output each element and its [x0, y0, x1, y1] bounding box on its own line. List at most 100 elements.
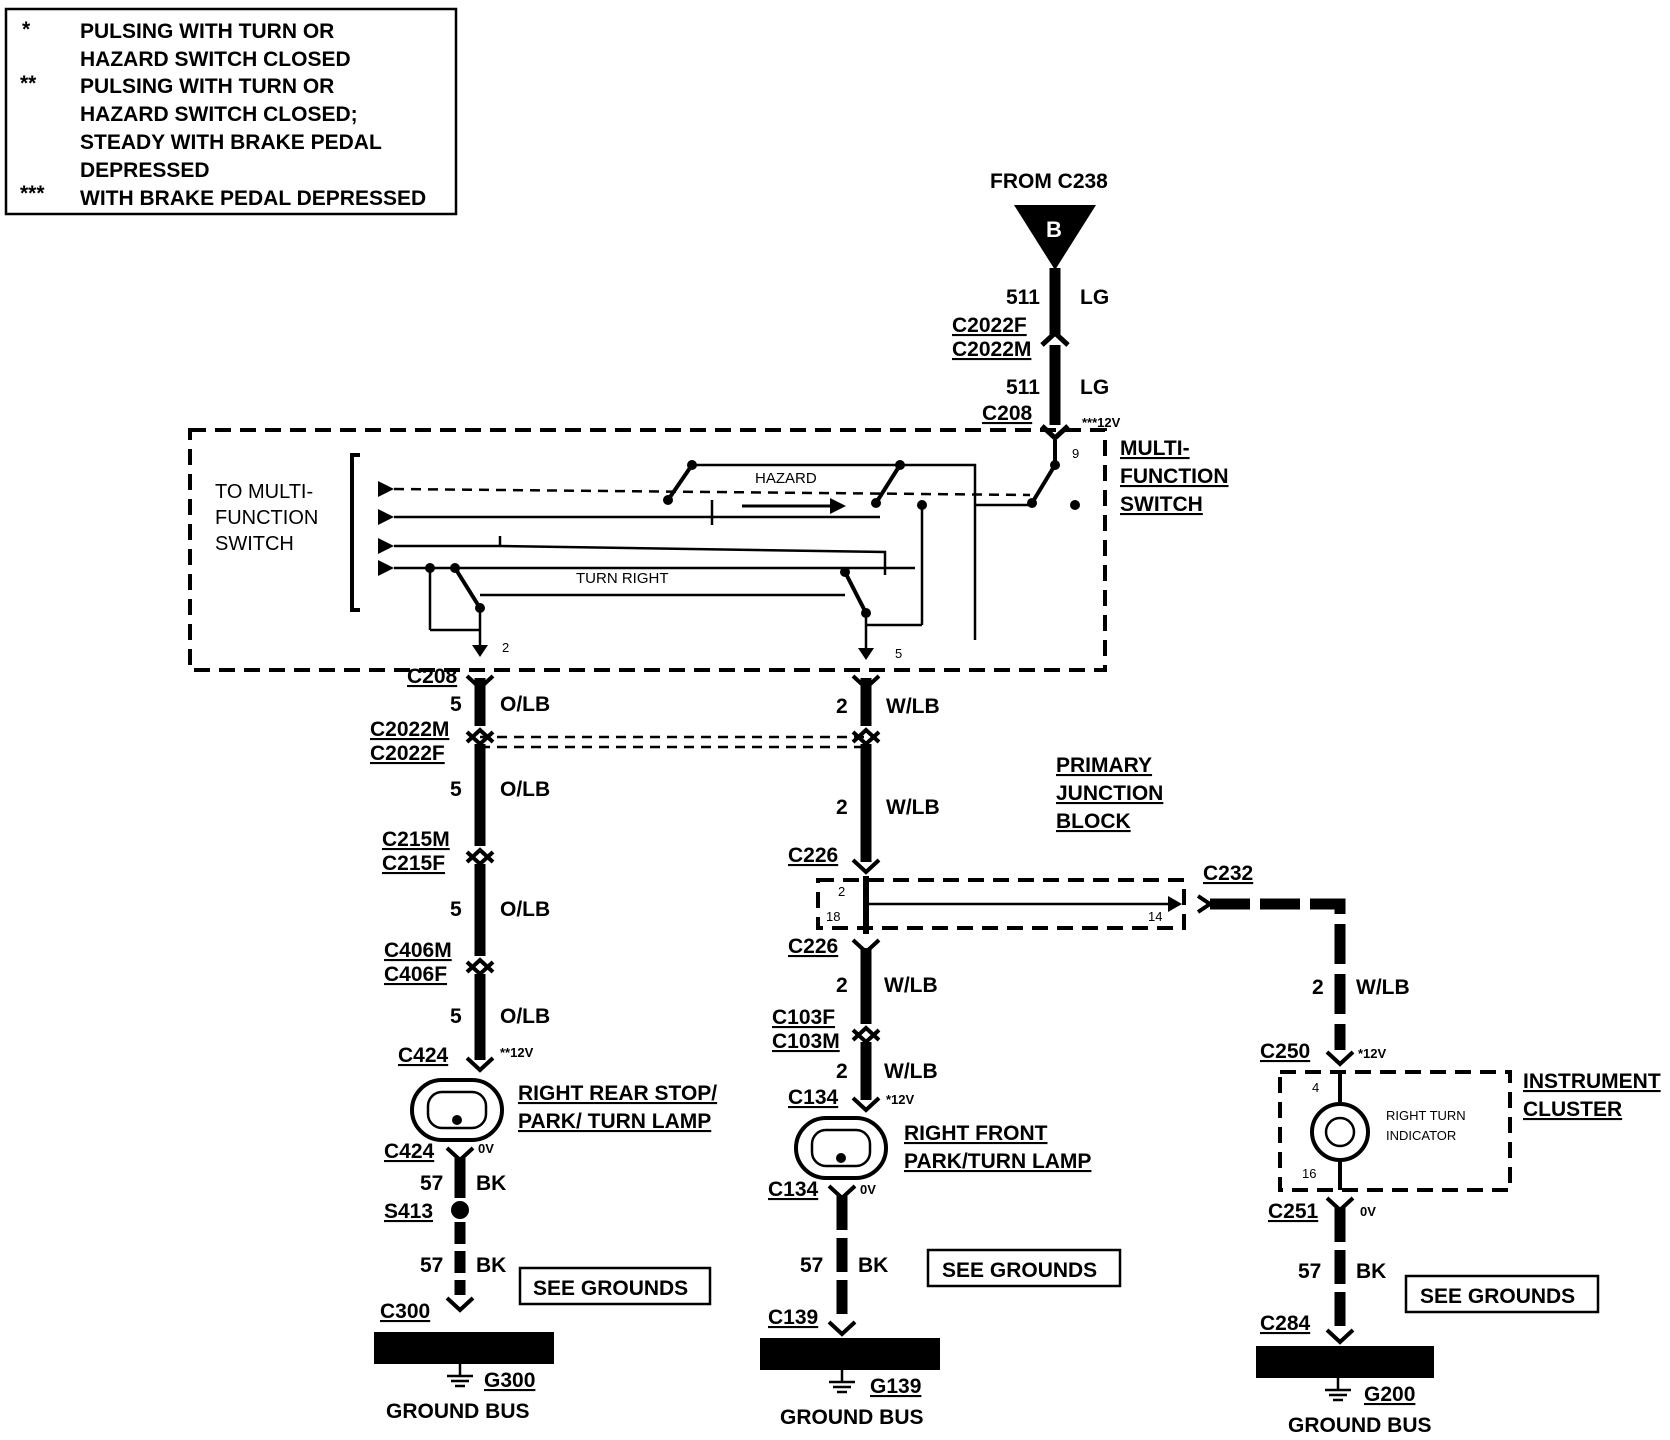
right-branch: C232 2 W/LB C250 *12V INSTRUMENT CLUSTER…	[1196, 862, 1661, 1437]
ground-bus-right: GROUND BUS	[1288, 1414, 1432, 1437]
hazard-blade-1	[666, 463, 694, 502]
circuit-5-b: 5	[450, 778, 462, 801]
mfs-title-1: MULTI-	[1120, 437, 1190, 460]
source-feed: FROM C238 B 511 LG C2022F C2022M 511 LG …	[952, 170, 1121, 442]
ground-bus-mid: GROUND BUS	[780, 1406, 924, 1429]
color-wlb-right: W/LB	[1356, 976, 1410, 999]
ground-bus-bar-mid	[760, 1338, 940, 1370]
legend-text-1b: HAZARD SWITCH CLOSED	[80, 48, 351, 71]
color-lg-a: LG	[1080, 286, 1109, 309]
conn-sym-l4	[465, 957, 495, 977]
pjb-pin-2: 2	[838, 884, 845, 899]
circuit-5-c: 5	[450, 898, 462, 921]
color-bk-right: BK	[1356, 1260, 1386, 1283]
mfs-bracket	[350, 453, 360, 612]
input-pivot	[1027, 498, 1037, 508]
terminal-arrow-4	[378, 560, 394, 576]
terminal-arrow-3	[378, 538, 394, 554]
see-grounds-right[interactable]: SEE GROUNDS	[1420, 1285, 1575, 1308]
legend-text-2a: PULSING WITH TURN OR	[80, 75, 334, 98]
front-lamp-dot	[836, 1153, 846, 1163]
mfs-line-hazard	[393, 487, 1031, 497]
left-branch: C208 5 O/LB C2022M C2022F 5 O/LB C215M C…	[370, 665, 866, 1423]
voltage-mid: *12V	[886, 1092, 915, 1107]
legend-box	[4, 7, 458, 216]
legend: * PULSING WITH TURN OR HAZARD SWITCH CLO…	[4, 7, 458, 216]
legend-text-3a: WITH BRAKE PEDAL DEPRESSED	[80, 187, 426, 210]
front-lamp-bulb-icon	[794, 1116, 888, 1180]
pjb-arrow-icon	[1168, 896, 1182, 912]
conn-c208-left: C208	[407, 665, 458, 688]
middle-branch: 2 W/LB 2 W/LB PRIMARY JUNCTION BLOCK C22…	[760, 674, 1186, 1429]
cluster-name-1: INSTRUMENT	[1523, 1070, 1661, 1093]
pjb-name-2: JUNCTION	[1056, 782, 1163, 805]
rear-lamp-name-2: PARK/ TURN LAMP	[518, 1110, 711, 1133]
ground-g200: G200	[1364, 1383, 1415, 1406]
conn-sym-l5	[465, 1056, 495, 1073]
conn-c250: C250	[1260, 1040, 1310, 1063]
rear-lamp-filament	[426, 1090, 488, 1130]
color-wlb-b: W/LB	[886, 796, 940, 819]
front-lamp-name-1: RIGHT FRONT	[904, 1122, 1048, 1145]
voltage-top: ***12V	[1082, 415, 1121, 430]
circuit-2-c: 2	[836, 974, 848, 997]
color-olb-c: O/LB	[500, 898, 550, 921]
circuit-57-b: 57	[420, 1254, 443, 1277]
legend-mark-1: *	[22, 18, 31, 41]
conn-c424-a: C424	[398, 1044, 449, 1067]
connector-c2022-symbol	[1040, 329, 1070, 347]
conn-sym-c232	[1196, 894, 1214, 914]
see-grounds-left[interactable]: SEE GROUNDS	[533, 1277, 688, 1300]
color-lg-b: LG	[1080, 376, 1109, 399]
conn-c406f: C406F	[384, 963, 447, 986]
see-grounds-right-box[interactable]	[1404, 1274, 1600, 1314]
conn-c424-b: C424	[384, 1140, 435, 1163]
circuit-5-a: 5	[450, 693, 462, 716]
conn-c232: C232	[1203, 862, 1253, 885]
mfs-title-2: FUNCTION	[1120, 465, 1229, 488]
pin-2: 2	[502, 640, 509, 655]
conn-c139: C139	[768, 1306, 818, 1329]
color-wlb-d: W/LB	[884, 1060, 938, 1083]
legend-mark-2: **	[20, 72, 37, 95]
see-grounds-mid-box[interactable]	[926, 1248, 1122, 1288]
ground-bus-bar-right	[1256, 1346, 1434, 1378]
ground-g139: G139	[870, 1375, 921, 1398]
pin-5: 5	[895, 646, 902, 661]
see-grounds-left-box[interactable]	[518, 1266, 712, 1306]
conn-c134-a: C134	[788, 1086, 839, 1109]
conn-sym-l3	[465, 847, 495, 867]
rear-lamp-bulb-icon	[410, 1078, 504, 1142]
out-arrow-2-icon	[858, 648, 874, 660]
ground-bus-left: GROUND BUS	[386, 1400, 530, 1423]
hazard-label: HAZARD	[755, 470, 817, 487]
color-olb-d: O/LB	[500, 1005, 550, 1028]
legend-text-2c: STEADY WITH BRAKE PEDAL	[80, 131, 382, 154]
voltage-left-out: 0V	[478, 1141, 494, 1156]
conn-c215m: C215M	[382, 828, 450, 851]
see-grounds-mid[interactable]: SEE GROUNDS	[942, 1259, 1097, 1282]
turn-blade-1	[453, 566, 482, 610]
pjb-name-3: BLOCK	[1056, 810, 1131, 833]
circuit-511-a: 511	[1006, 286, 1040, 309]
pjb-outline	[816, 878, 1186, 930]
terminal-arrow-1	[378, 481, 394, 497]
conn-sym-l7	[445, 1296, 475, 1313]
color-olb-a: O/LB	[500, 693, 550, 716]
conn-sym-m6	[851, 1096, 881, 1113]
hazard-pivot-1	[663, 495, 673, 505]
cluster-name-2: CLUSTER	[1523, 1098, 1622, 1121]
hazard-pivot-2	[871, 498, 881, 508]
indicator-bulb-icon	[1310, 1102, 1370, 1162]
cluster-outline	[1278, 1070, 1512, 1192]
color-olb-b: O/LB	[500, 778, 550, 801]
conn-c134-b: C134	[768, 1178, 819, 1201]
to-mfs-1: TO MULTI-	[215, 481, 313, 503]
splice-s413-dot	[451, 1201, 469, 1219]
rear-lamp-name-1: RIGHT REAR STOP/	[518, 1082, 717, 1105]
conn-sym-r1	[1325, 1050, 1355, 1067]
wire-2-right	[1210, 898, 1346, 1050]
mfs-outline	[188, 428, 1107, 672]
indicator-name-2: INDICATOR	[1386, 1128, 1456, 1143]
source-badge: B	[1046, 217, 1062, 242]
